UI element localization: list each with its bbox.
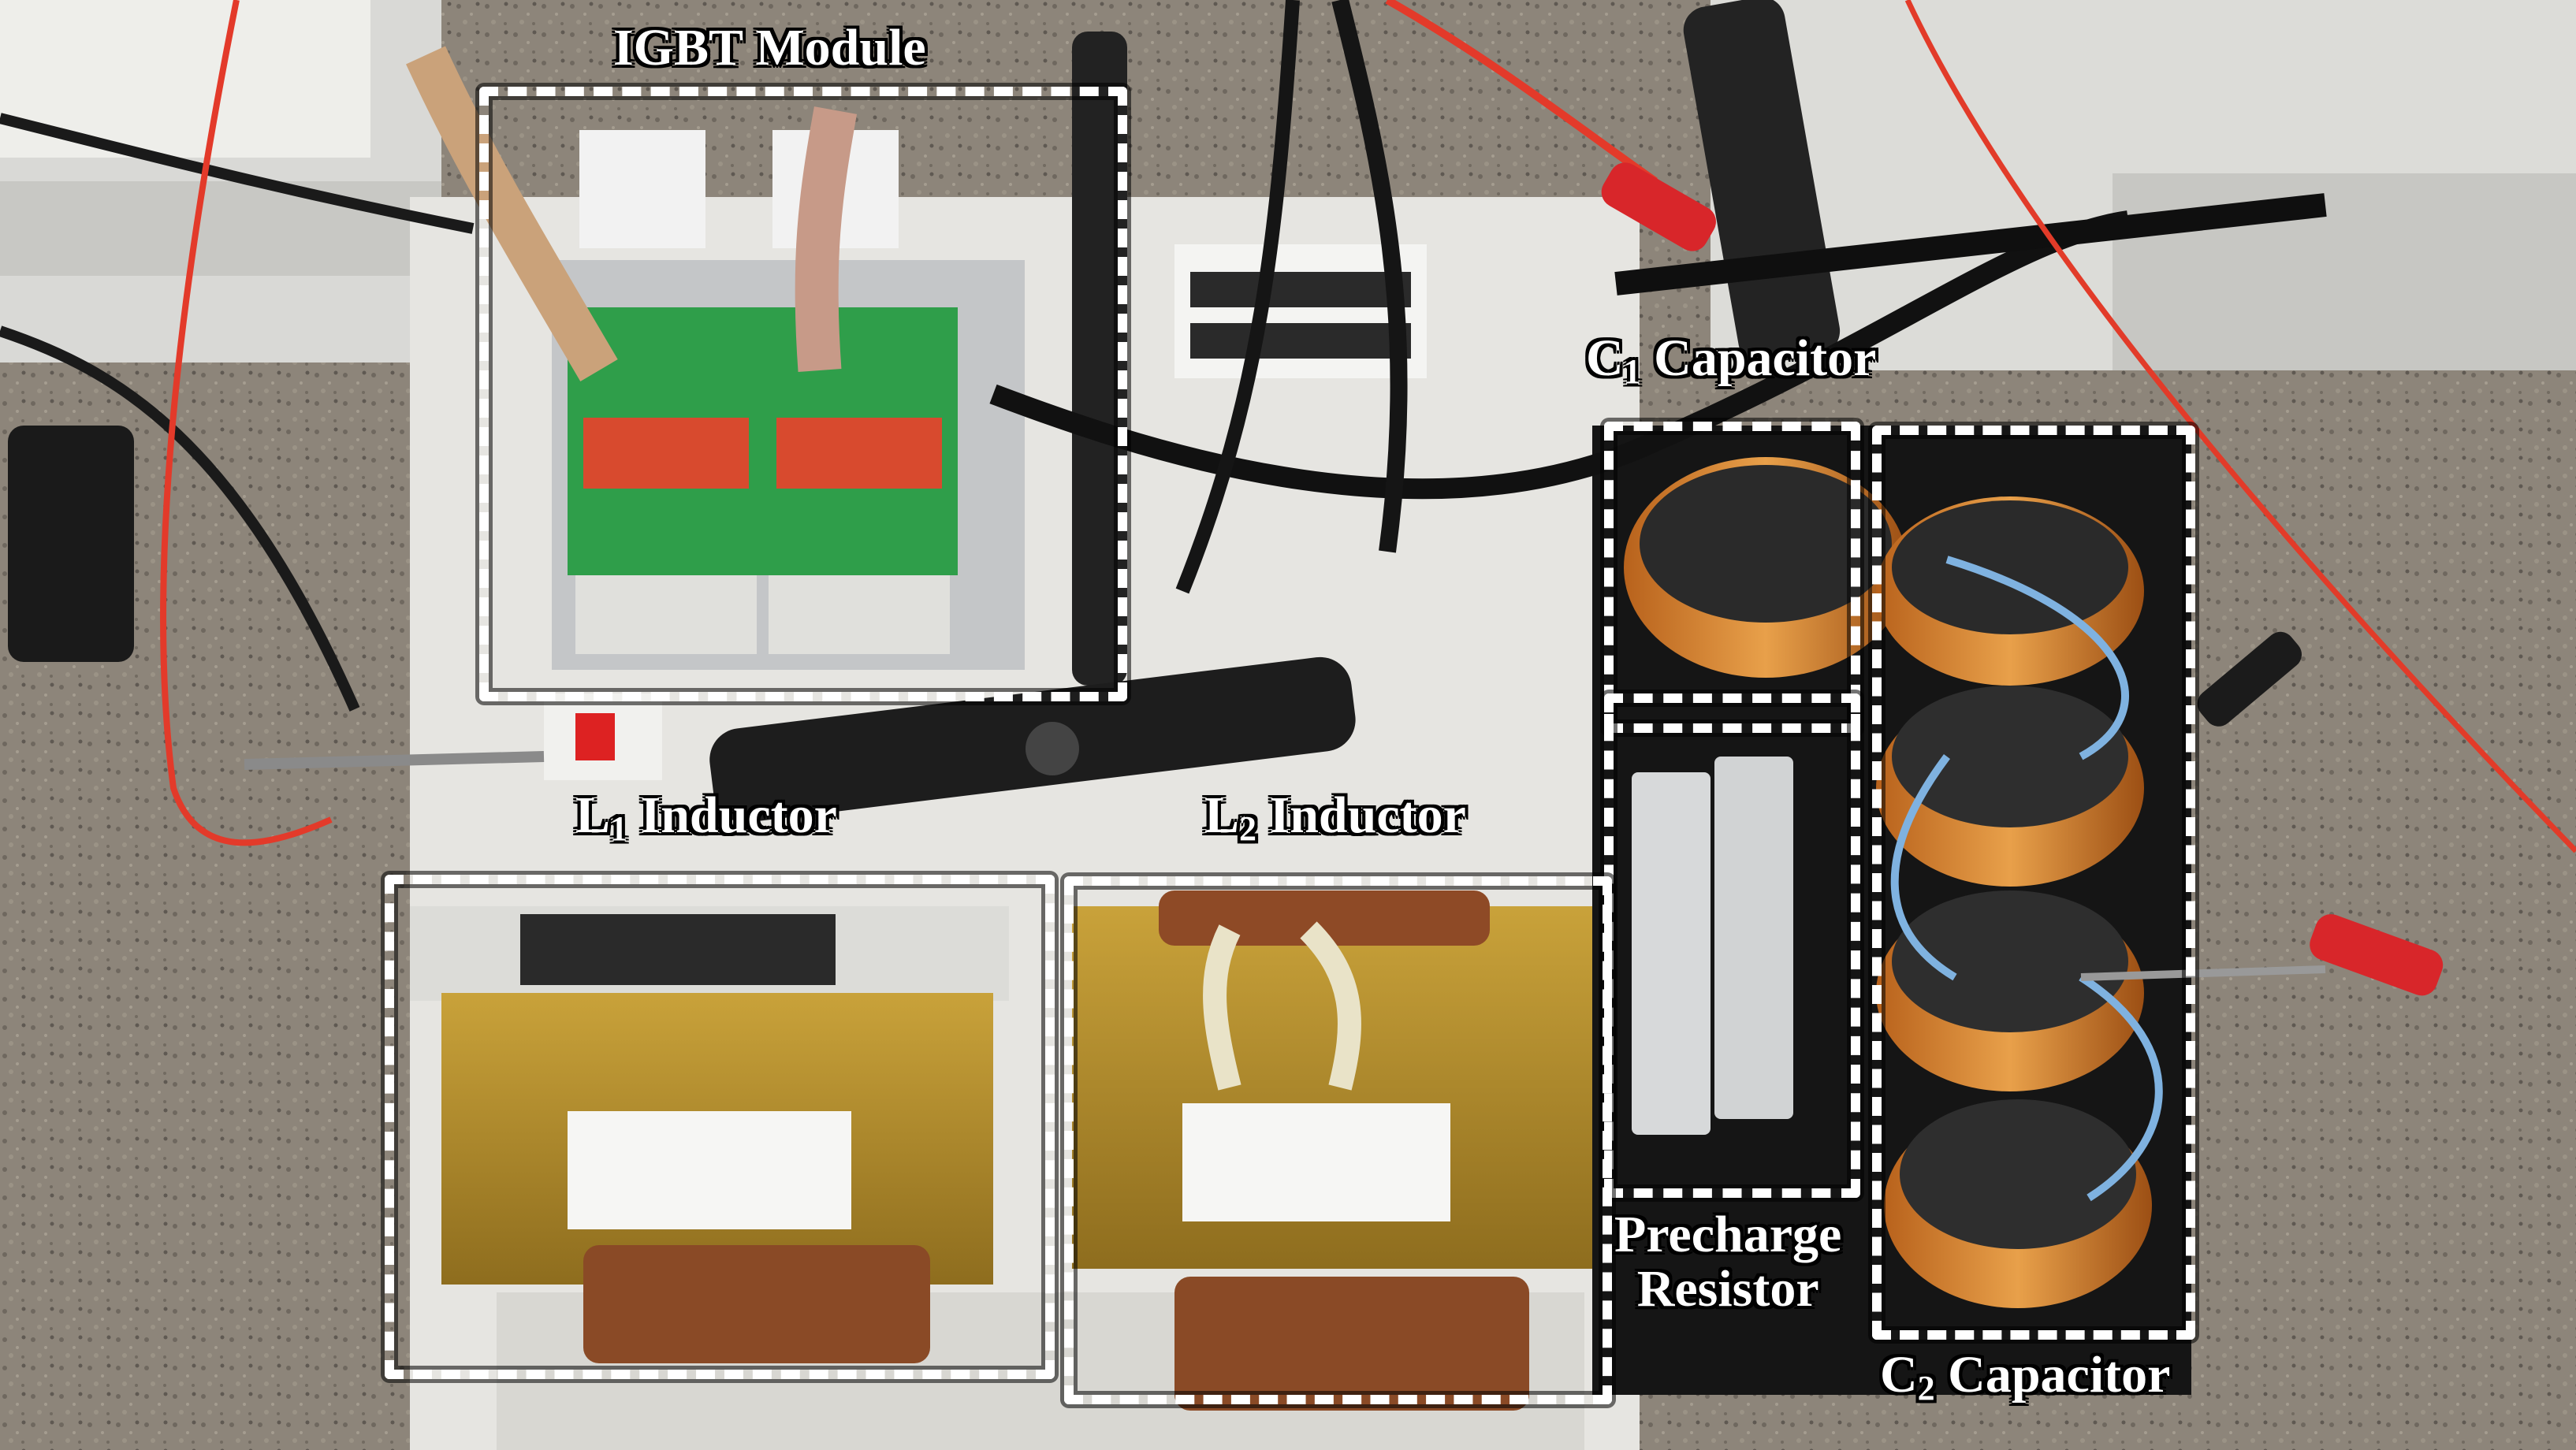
l1-inductor-label: L1 Inductor <box>575 786 837 846</box>
precharge-resistor-line1: Precharge <box>1614 1206 1842 1263</box>
l2-inductor-label: L2 Inductor <box>1204 786 1466 846</box>
c1-capacitor-label: C1 Capacitor <box>1586 329 1877 389</box>
precharge-resistor-box <box>1604 693 1860 1198</box>
c1-symbol: C <box>1586 329 1624 387</box>
c2-capacitor-label: C2 Capacitor <box>1880 1346 2171 1406</box>
c2-name: Capacitor <box>1934 1346 2171 1404</box>
precharge-resistor-line2: Resistor <box>1636 1260 1819 1318</box>
l1-name: Inductor <box>627 786 837 844</box>
l2-symbol: L <box>1204 786 1240 844</box>
c1-capacitor-box <box>1604 422 1860 733</box>
c1-subscript: 1 <box>1623 352 1641 391</box>
c2-symbol: C <box>1880 1346 1918 1404</box>
l2-name: Inductor <box>1256 786 1466 844</box>
l1-inductor-box <box>385 875 1055 1379</box>
c1-name: Capacitor <box>1640 329 1877 387</box>
l1-subscript: 1 <box>610 809 628 848</box>
precharge-resistor-label: Precharge Resistor <box>1614 1207 1841 1317</box>
igbt-module-box <box>479 87 1127 701</box>
l2-subscript: 2 <box>1239 809 1257 848</box>
c2-subscript: 2 <box>1917 1369 1935 1407</box>
l2-inductor-box <box>1064 876 1612 1404</box>
c2-capacitor-box <box>1872 426 2195 1340</box>
l1-symbol: L <box>575 786 611 844</box>
igbt-module-label: IGBT Module <box>613 19 926 76</box>
